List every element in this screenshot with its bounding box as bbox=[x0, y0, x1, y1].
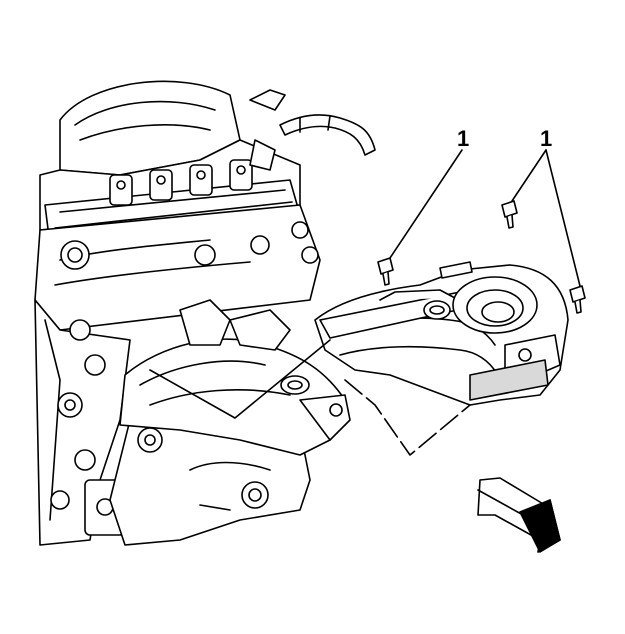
front-direction-arrow-icon bbox=[477, 477, 561, 553]
heat-shield-bolt bbox=[501, 200, 518, 229]
heat-shield-bolt bbox=[569, 285, 586, 314]
exhaust-manifold bbox=[119, 299, 351, 456]
callout-1-right: 1 bbox=[540, 126, 553, 151]
exhaust-manifold-heat-shield bbox=[314, 261, 569, 406]
callout-1-left: 1 bbox=[457, 126, 470, 151]
engine-assembly bbox=[34, 80, 376, 546]
heat-shield-bolt bbox=[377, 257, 394, 286]
heat-shield-bolts bbox=[377, 200, 586, 314]
leader-lines bbox=[149, 149, 581, 456]
